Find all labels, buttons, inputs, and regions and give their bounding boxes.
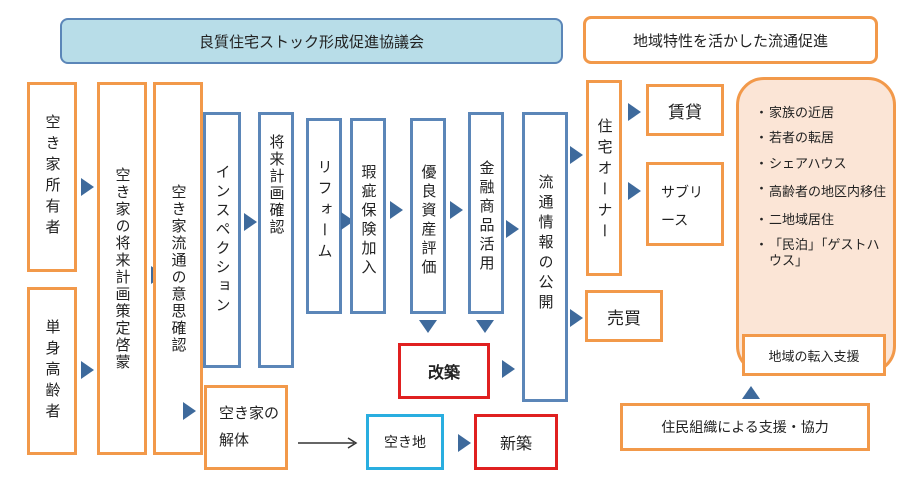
circulation-intent-box: 空き家流通の意思確認 [153,82,203,455]
sale-box: 売買 [585,290,663,342]
demolition-label: 空き家の解体 [219,404,280,449]
inspection-label: インスペクション [213,164,232,316]
arrow-right-icon [244,213,257,231]
reform-label: リフォーム [315,158,334,264]
defect-insurance-label: 瑕疵保険加入 [359,163,378,278]
community-support-label: 住民組織による支援・協力 [661,420,829,436]
arrow-right-icon [81,361,94,379]
target-item: ・「民泊」「ゲストハウス」 [755,238,880,270]
financial-products-box: 金融商品活用 [468,112,504,314]
arrow-right-icon [450,201,463,219]
single-elderly-box: 単身高齢者 [27,287,77,455]
arrow-right-icon [390,201,403,219]
arrow-right-icon [570,309,583,327]
regional-promotion-box: 地域特性を活かした流通促進 [583,16,878,64]
reform-box: リフォーム [306,118,342,314]
migration-support-label: 地域の転入支援 [768,349,860,365]
regional-promotion-title: 地域特性を活かした流通促進 [632,31,828,50]
renovation-label: 改築 [427,363,460,382]
arrow-right-icon [81,178,94,196]
vacant-lot-label: 空き地 [384,435,426,451]
arrow-right-icon [502,360,515,378]
new-build-label: 新築 [499,434,532,453]
target-item: ・高齢者の地区内移住 [755,181,887,200]
migration-targets-panel: ・家族の近居 ・若者の転居 ・シェアハウス ・高齢者の地区内移住 ・二地域居住 … [736,77,896,374]
arrow-right-icon [628,103,641,121]
arrow-down-icon [476,320,494,333]
future-plan-awareness-label: 空き家の将来計画策定啓蒙 [113,166,132,371]
circulation-intent-label: 空き家流通の意思確認 [169,183,188,354]
arrow-right-icon [628,182,641,200]
target-item: ・二地域居住 [755,212,835,228]
arrow-right-icon [506,220,519,238]
arrow-right-icon [458,434,471,452]
sublease-box: サブリース [646,162,724,246]
asset-evaluation-label: 優良資産評価 [419,163,438,278]
arrow-up-icon [742,386,760,399]
community-support-box: 住民組織による支援・協力 [620,403,870,451]
migration-support-box: 地域の転入支援 [742,334,886,376]
arrow-right-icon [183,402,196,420]
single-elderly-label: 単身高齢者 [43,318,62,424]
publication-label: 流通情報の公開 [536,174,555,314]
housing-owner-box: 住宅オーナー [586,80,622,276]
target-item: ・若者の転居 [755,131,835,147]
housing-owner-label: 住宅オーナー [595,117,614,244]
inspection-box: インスペクション [203,112,241,368]
arrow-down-icon [419,320,437,333]
council-header: 良質住宅ストック形成促進協議会 [60,18,563,64]
asset-evaluation-box: 優良資産評価 [410,118,446,314]
vacant-house-owner-label: 空き家所有者 [43,114,62,240]
demolition-to-vacant-lot-arrow [298,437,358,449]
new-build-box: 新築 [474,414,558,470]
sale-label: 売買 [607,308,641,329]
demolition-box: 空き家の解体 [204,385,288,470]
target-item: ・家族の近居 [755,106,835,121]
vacant-house-owner-box: 空き家所有者 [27,82,77,272]
vacant-lot-box: 空き地 [366,414,444,470]
publication-box: 流通情報の公開 [522,112,568,402]
future-plan-confirm-label: 将来計画確認 [267,134,286,236]
future-plan-confirm-box: 将来計画確認 [258,112,294,368]
target-item: ・シェアハウス [755,156,847,172]
future-plan-awareness-box: 空き家の将来計画策定啓蒙 [97,82,147,455]
financial-products-label: 金融商品活用 [477,159,496,274]
rental-label: 賃貸 [668,102,702,123]
renovation-box: 改築 [398,343,490,399]
defect-insurance-box: 瑕疵保険加入 [350,118,386,314]
rental-box: 賃貸 [646,84,724,136]
arrow-right-icon [570,146,583,164]
sublease-label: サブリース [661,185,703,229]
council-header-title: 良質住宅ストック形成促進協議会 [198,32,424,51]
